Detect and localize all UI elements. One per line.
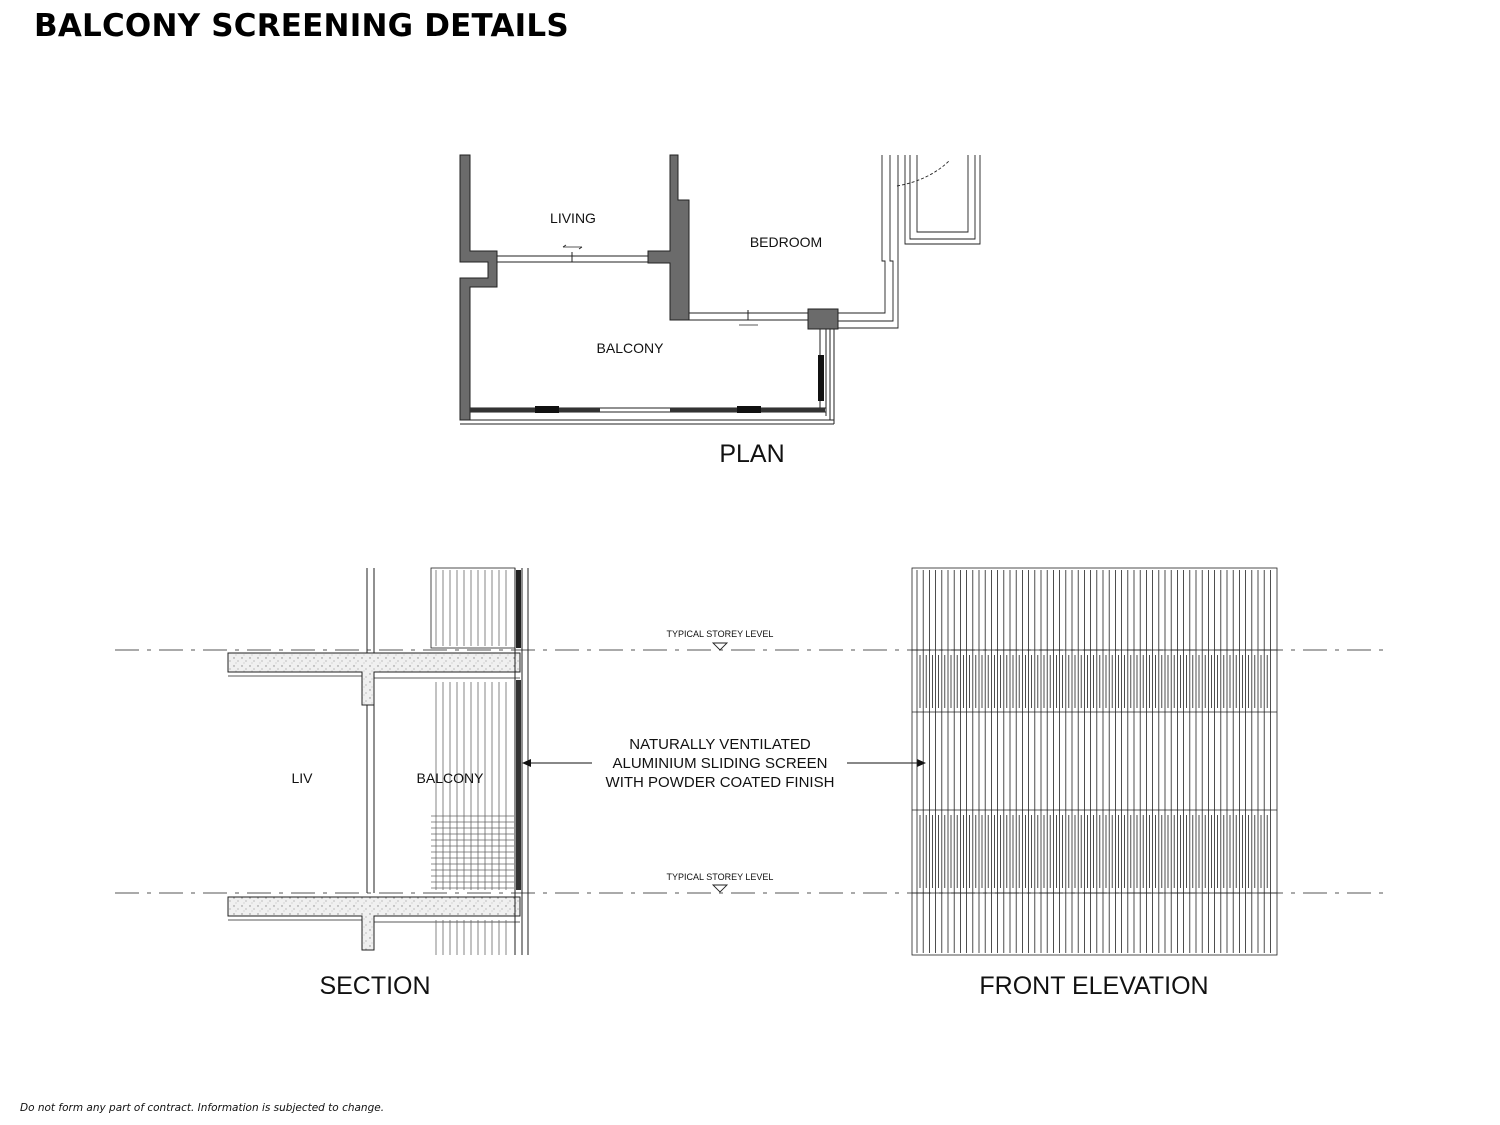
front-elevation-drawing (911, 567, 1278, 956)
plan-column (807, 308, 839, 330)
level-markers (711, 642, 729, 893)
plan-bay-window (896, 155, 981, 245)
plan-middle-wall (647, 154, 690, 321)
disclaimer: Do not form any part of contract. Inform… (20, 1102, 385, 1114)
page-title: BALCONY SCREENING DETAILS (34, 8, 569, 44)
upper-level-triangle-icon (711, 642, 729, 651)
elevation-caption: FRONT ELEVATION (979, 972, 1208, 1000)
plan-label-bedroom: BEDROOM (750, 234, 822, 250)
elevation-screen-slats (916, 570, 1271, 953)
section-drawing (227, 567, 529, 955)
plan-caption: PLAN (719, 440, 784, 468)
callout-arrows (522, 759, 926, 767)
callout-line-1: NATURALLY VENTILATED (629, 736, 811, 753)
elevation-outline (911, 567, 1278, 956)
lower-level-triangle-icon (711, 884, 729, 893)
section-caption: SECTION (319, 972, 430, 1000)
plan-balcony-front-screen (460, 406, 834, 425)
upper-level-label: TYPICAL STOREY LEVEL (667, 629, 774, 639)
callout-line-3: WITH POWDER COATED FINISH (606, 774, 835, 791)
plan-living-sliding-door (497, 244, 650, 263)
callout-left-arrow-icon (522, 759, 531, 767)
plan-bedroom-sliding-door (689, 310, 808, 326)
section-screen-slats (431, 570, 514, 955)
plan-balcony-side-screen (818, 329, 835, 424)
plan-drawing (459, 154, 981, 425)
plan-bedroom-window-wall (838, 155, 899, 329)
plan-left-wall (459, 154, 498, 421)
plan-label-living: LIVING (550, 210, 596, 226)
callout-right-arrow-icon (917, 759, 926, 767)
plan-label-balcony: BALCONY (597, 340, 665, 356)
callout-line-2: ALUMINIUM SLIDING SCREEN (612, 755, 827, 772)
section-label-liv: LIV (291, 770, 313, 786)
lower-level-label: TYPICAL STOREY LEVEL (667, 872, 774, 882)
section-lower-slab (227, 896, 521, 951)
section-label-balcony: BALCONY (417, 770, 485, 786)
section-upper-slab (227, 652, 521, 706)
